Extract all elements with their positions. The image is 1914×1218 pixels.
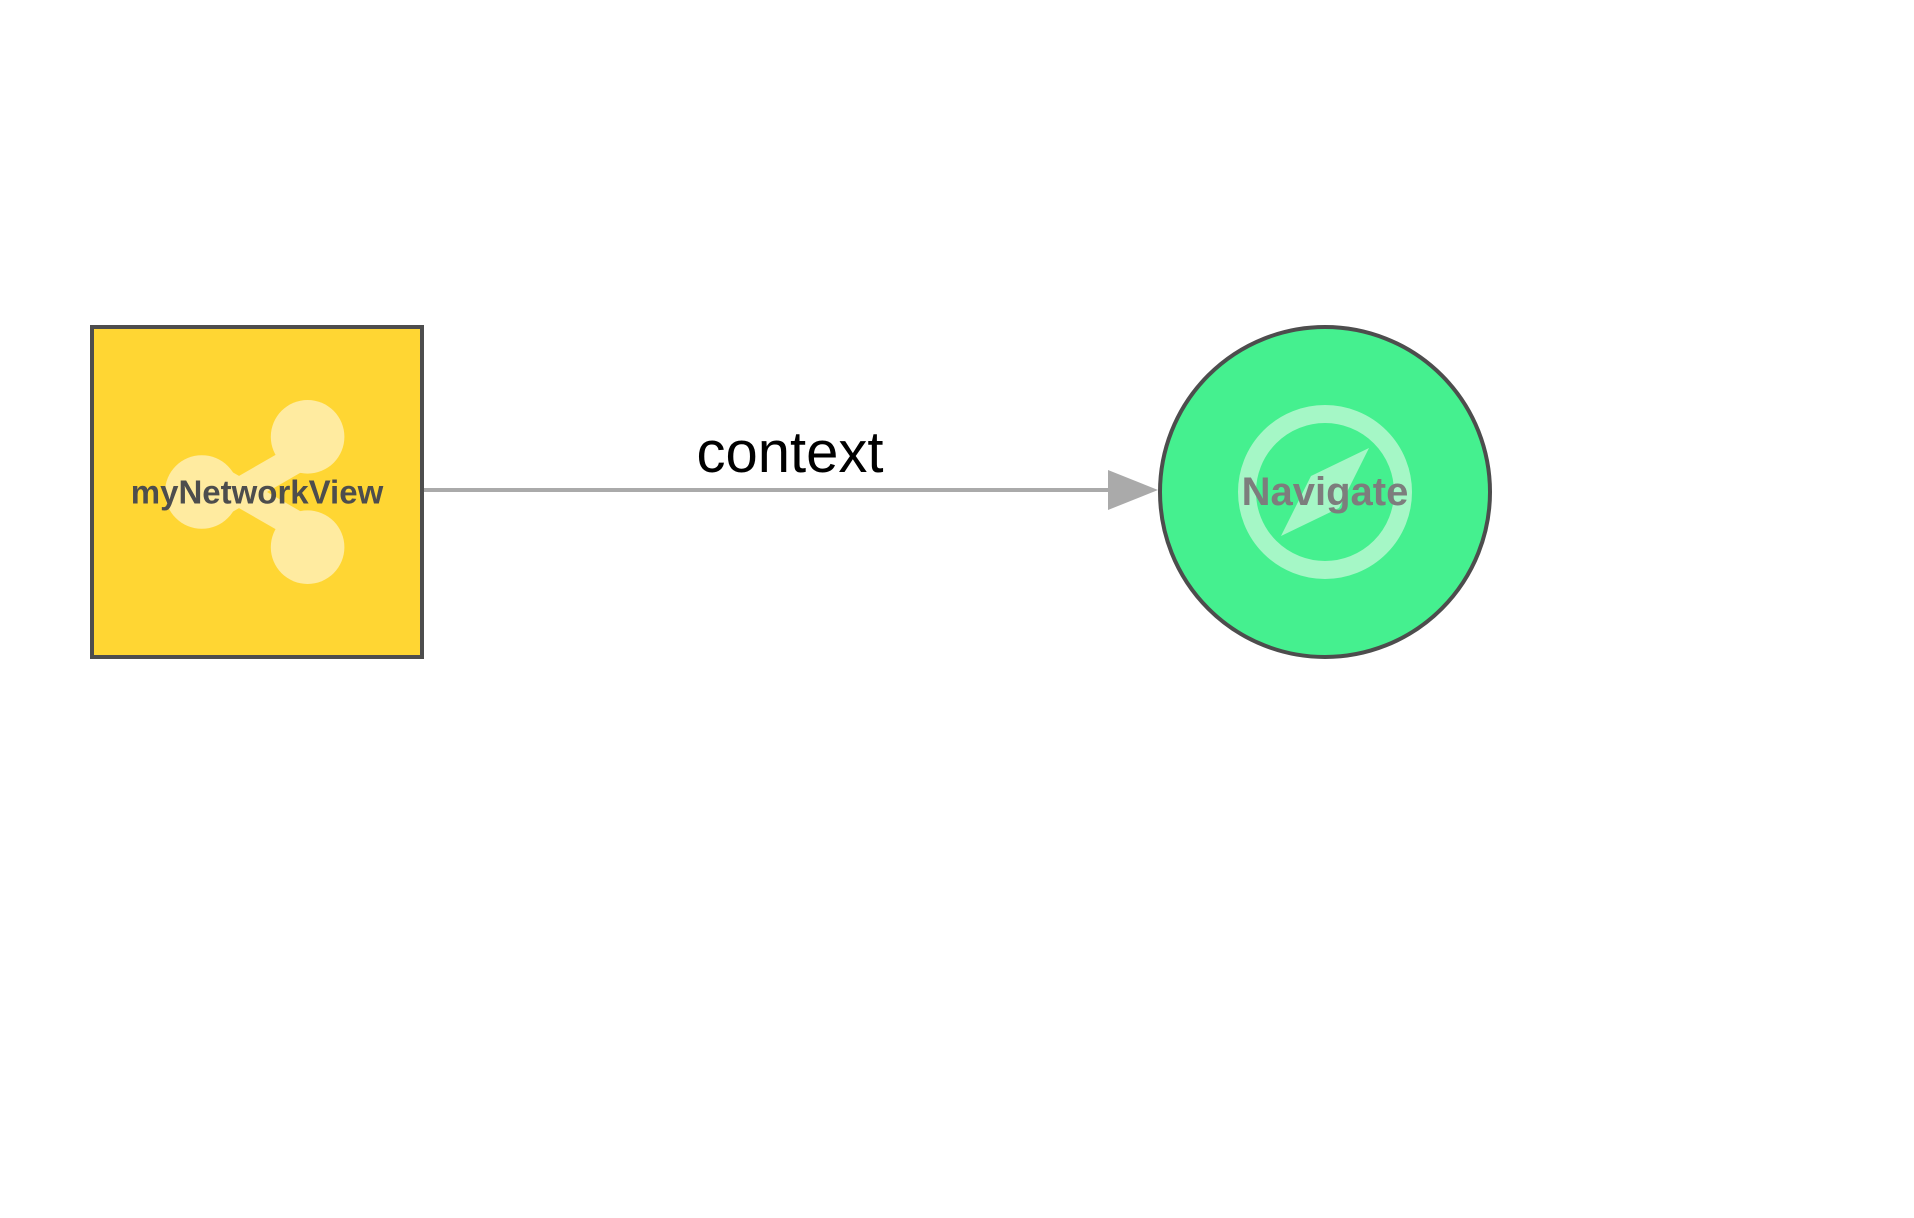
node-label-my-network-view: myNetworkView [130, 473, 384, 511]
node-label-navigate: Navigate [1241, 470, 1409, 514]
context-edge-label: context [696, 420, 884, 485]
context-edge-line[interactable] [424, 488, 1136, 492]
arrowhead-icon [1108, 470, 1158, 510]
node-navigate[interactable]: Navigate [1158, 325, 1492, 659]
node-my-network-view[interactable]: myNetworkView [90, 325, 424, 659]
